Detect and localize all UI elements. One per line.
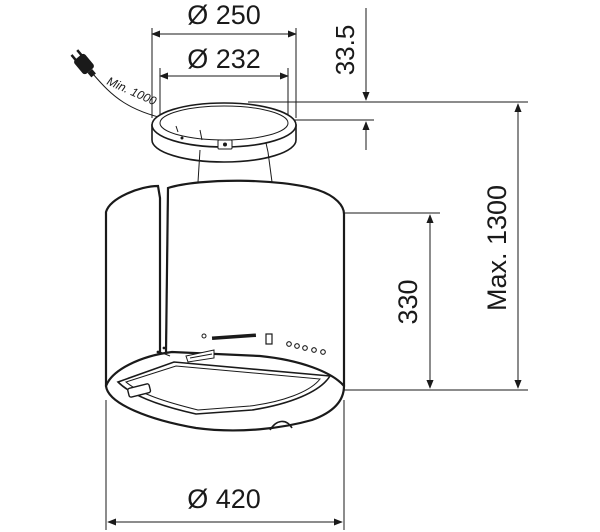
control-buttons [286,341,326,355]
label-cable-length: Min. 1000 [105,74,159,108]
dim-body-height: 330 [344,212,440,389]
dim-max-height: Max. 1300 [276,101,528,391]
label-top-inner-diameter: Ø 232 [187,44,261,74]
indicator-dot [201,333,207,339]
display-bar [211,333,257,341]
label-body-height: 330 [393,279,423,324]
label-max-height: Max. 1300 [482,185,512,311]
control-knob [265,333,273,345]
dim-top-height: 33.5 [248,8,374,150]
label-body-diameter: Ø 420 [187,484,261,514]
filter-handle [127,383,152,398]
dim-top-inner-diameter: Ø 232 [159,44,289,118]
dim-body-diameter: Ø 420 [105,400,345,530]
dim-top-outer-diameter: Ø 250 [151,0,297,118]
label-top-outer-diameter: Ø 250 [187,0,261,30]
ceiling-canopy [151,102,297,163]
label-top-height: 33.5 [330,25,360,76]
suspension-cables [197,149,273,183]
hood-bottom-tray [104,346,346,432]
